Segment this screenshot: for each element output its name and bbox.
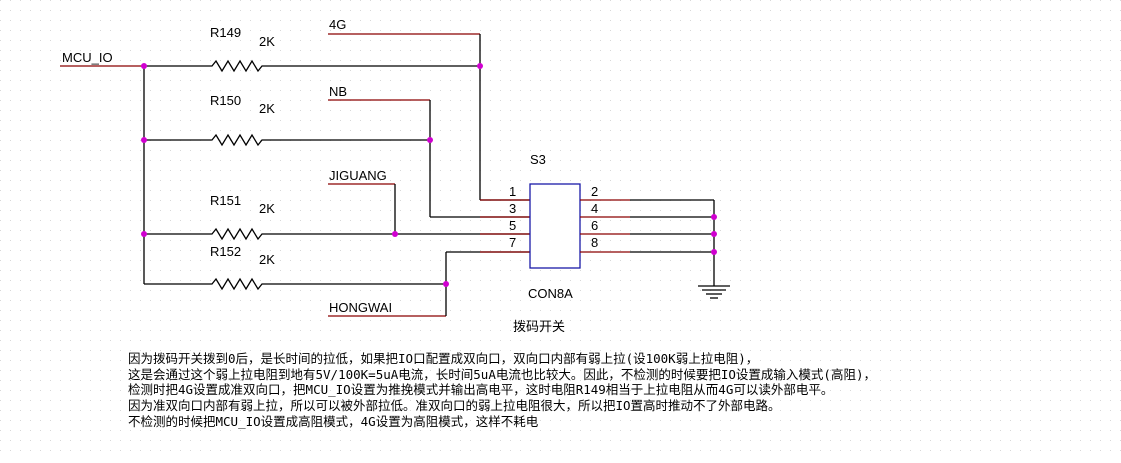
resistor-ref: R151 xyxy=(210,193,241,208)
junction-dot xyxy=(392,231,398,237)
junction-dot xyxy=(141,63,147,69)
pin-number: 4 xyxy=(591,201,598,216)
ground-connection xyxy=(630,199,715,286)
switch-caption: 拨码开关 xyxy=(513,319,565,334)
switch-body xyxy=(529,183,581,269)
resistor-ref: R150 xyxy=(210,93,241,108)
resistor-value: 2K xyxy=(259,201,275,216)
resistor-value: 2K xyxy=(259,101,275,116)
net-mcu-io: MCU_IO xyxy=(60,50,144,67)
switch-ref: S3 xyxy=(530,152,546,167)
resistor-ref: R152 xyxy=(210,244,241,259)
net-label-jiguang: JIGUANG xyxy=(329,168,387,183)
switch-part: CON8A xyxy=(528,286,573,301)
resistor-ref: R149 xyxy=(210,25,241,40)
resistor-value: 2K xyxy=(259,252,275,267)
resistor-value: 2K xyxy=(259,34,275,49)
pin-number: 5 xyxy=(509,218,516,233)
junction-dot xyxy=(443,281,449,287)
net-jiguang: JIGUANG xyxy=(328,168,530,235)
junction-dot xyxy=(711,231,717,237)
design-notes: 因为拨码开关拨到0后，是长时间的拉低，如果把IO口配置成双向口，双向口内部有弱上… xyxy=(128,351,876,429)
pin-number: 3 xyxy=(509,201,516,216)
ground-icon xyxy=(698,285,730,299)
pin-number: 8 xyxy=(591,235,598,250)
net-label-nb: NB xyxy=(329,84,347,99)
resistor-r151: R151 2K xyxy=(206,193,395,241)
left-bus xyxy=(143,65,206,285)
junction-dot xyxy=(477,63,483,69)
net-label-hongwai: HONGWAI xyxy=(329,300,392,315)
junction-dot xyxy=(711,249,717,255)
junction-dot xyxy=(141,137,147,143)
note-line: 因为准双向口内部有弱上拉，所以可以被外部拉低。准双向口的弱上拉电阻很大，所以把I… xyxy=(128,398,781,413)
pin-number: 7 xyxy=(509,235,516,250)
junction-dot xyxy=(141,231,147,237)
junction-dots xyxy=(141,63,717,287)
resistor-r152: R152 2K xyxy=(206,244,446,291)
note-line: 不检测的时候把MCU_IO设置成高阻模式，4G设置为高阻模式，这样不耗电 xyxy=(128,414,539,429)
dip-switch-s3: S3 CON8A 拨码开关 xyxy=(513,152,581,334)
switch-left-pins: 1 3 5 7 xyxy=(480,184,530,253)
pin-number: 1 xyxy=(509,184,516,199)
resistor-r149: R149 2K xyxy=(206,25,480,73)
note-line: 因为拨码开关拨到0后，是长时间的拉低，如果把IO口配置成双向口，双向口内部有弱上… xyxy=(128,351,758,366)
net-label-mcu-io: MCU_IO xyxy=(62,50,113,65)
junction-dot xyxy=(427,137,433,143)
net-label-4g: 4G xyxy=(329,17,346,32)
note-line: 检测时把4G设置成准双向口，把MCU_IO设置为推挽模式并输出高电平，这时电阻R… xyxy=(128,382,833,397)
junction-dot xyxy=(711,214,717,220)
resistor-r150: R150 2K xyxy=(206,93,430,147)
pin-number: 2 xyxy=(591,184,598,199)
switch-right-pins: 2 4 6 8 xyxy=(580,184,630,253)
pin-number: 6 xyxy=(591,218,598,233)
note-line: 这是会通过这个弱上拉电阻到地有5V/100K=5uA电流，长时间5uA电流也比较… xyxy=(128,367,876,382)
